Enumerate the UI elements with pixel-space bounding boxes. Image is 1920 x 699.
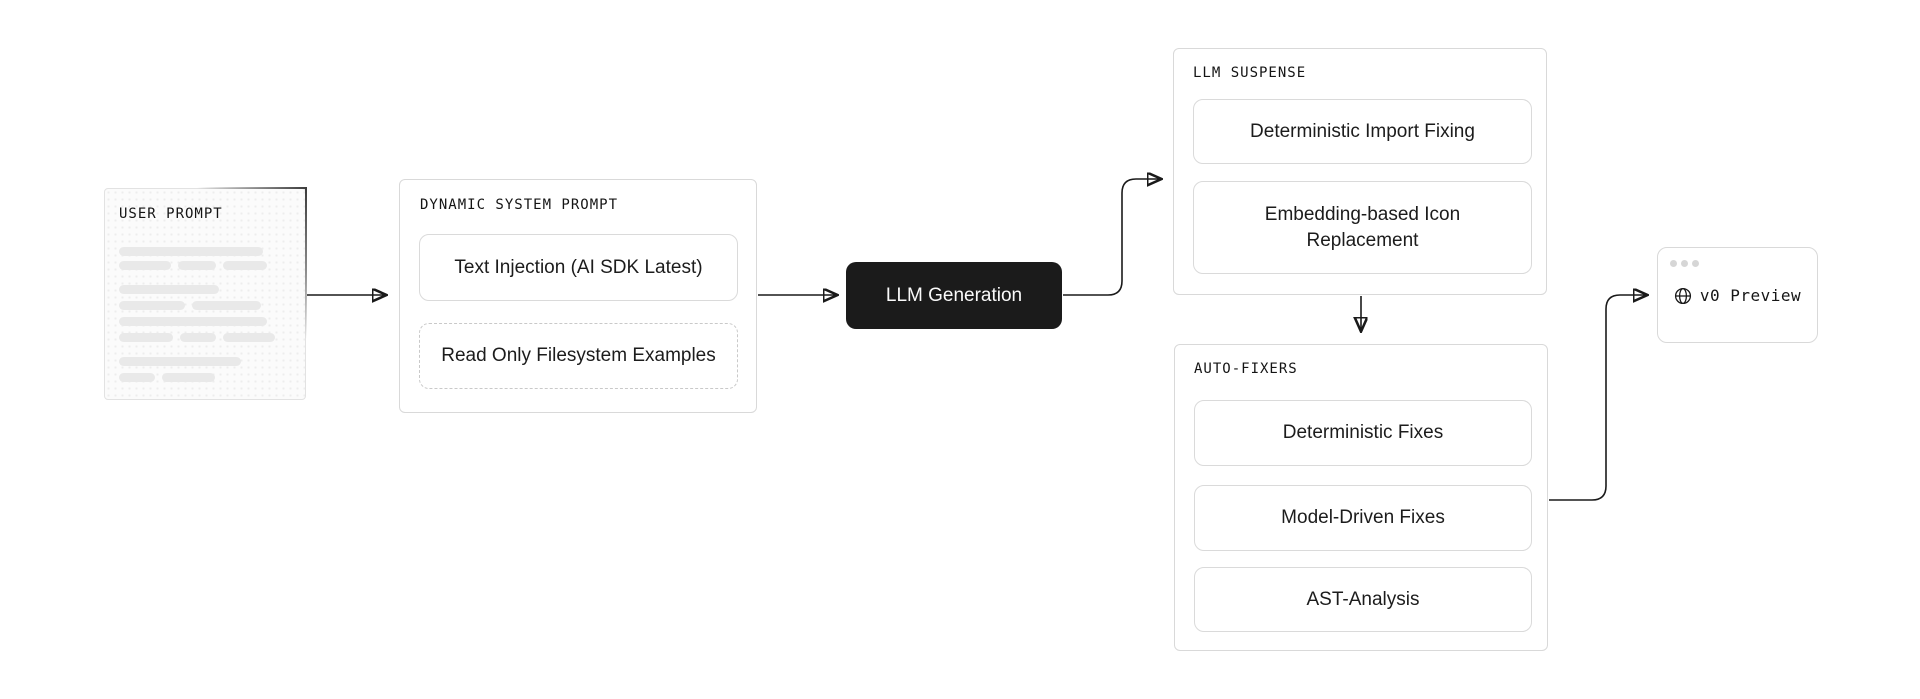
- node-label: LLM Generation: [885, 284, 1023, 306]
- skeleton-line: [119, 373, 215, 382]
- node-ast-analysis: AST-Analysis: [1194, 567, 1532, 632]
- skeleton-line: [119, 333, 275, 342]
- user-prompt-title: USER PROMPT: [119, 206, 223, 222]
- user-prompt-card: USER PROMPT: [104, 187, 307, 400]
- node-llm-generation: LLM Generation: [846, 262, 1062, 329]
- skeleton-line: [119, 317, 267, 326]
- skeleton-line: [119, 285, 219, 294]
- node-label: Deterministic Import Fixing: [1250, 120, 1475, 142]
- node-deterministic-import-fixing: Deterministic Import Fixing: [1193, 99, 1532, 164]
- skeleton-line: [119, 301, 261, 310]
- dynamic-system-prompt-panel: DYNAMIC SYSTEM PROMPT Text Injection (AI…: [399, 179, 757, 413]
- llm-suspense-panel: LLM SUSPENSE Deterministic Import Fixing…: [1173, 48, 1547, 295]
- connector-auto-fixers-to-preview: [1549, 295, 1646, 501]
- v0-preview-content: v0 Preview: [1658, 286, 1817, 305]
- node-read-only-filesystem-examples: Read Only Filesystem Examples: [419, 323, 738, 389]
- skeleton-line: [119, 357, 241, 366]
- node-embedding-based-icon-replacement: Embedding-based Icon Replacement: [1193, 181, 1532, 274]
- window-control-dots: [1670, 260, 1699, 267]
- node-model-driven-fixes: Model-Driven Fixes: [1194, 485, 1532, 551]
- llm-suspense-title: LLM SUSPENSE: [1193, 65, 1307, 81]
- skeleton-line: [119, 261, 267, 270]
- window-dot: [1681, 260, 1688, 267]
- globe-icon: [1674, 287, 1691, 304]
- v0-preview-label: v0 Preview: [1699, 286, 1802, 305]
- dynamic-system-prompt-title: DYNAMIC SYSTEM PROMPT: [420, 197, 619, 213]
- window-dot: [1692, 260, 1699, 267]
- node-label: Model-Driven Fixes: [1281, 507, 1445, 529]
- skeleton-line: [119, 247, 263, 256]
- connector-llm-generation-to-llm-suspense: [1063, 179, 1160, 296]
- v0-preview-window: v0 Preview: [1657, 247, 1818, 343]
- node-deterministic-fixes: Deterministic Fixes: [1194, 400, 1532, 466]
- auto-fixers-title: AUTO-FIXERS: [1194, 361, 1298, 377]
- node-label: Embedding-based Icon Replacement: [1264, 203, 1461, 251]
- node-text-injection: Text Injection (AI SDK Latest): [419, 234, 738, 301]
- node-label: Text Injection (AI SDK Latest): [454, 256, 703, 278]
- node-label: Read Only Filesystem Examples: [441, 345, 716, 367]
- node-label: Deterministic Fixes: [1282, 422, 1444, 444]
- window-dot: [1670, 260, 1677, 267]
- node-label: AST-Analysis: [1306, 588, 1420, 610]
- auto-fixers-panel: AUTO-FIXERS Deterministic Fixes Model-Dr…: [1174, 344, 1548, 651]
